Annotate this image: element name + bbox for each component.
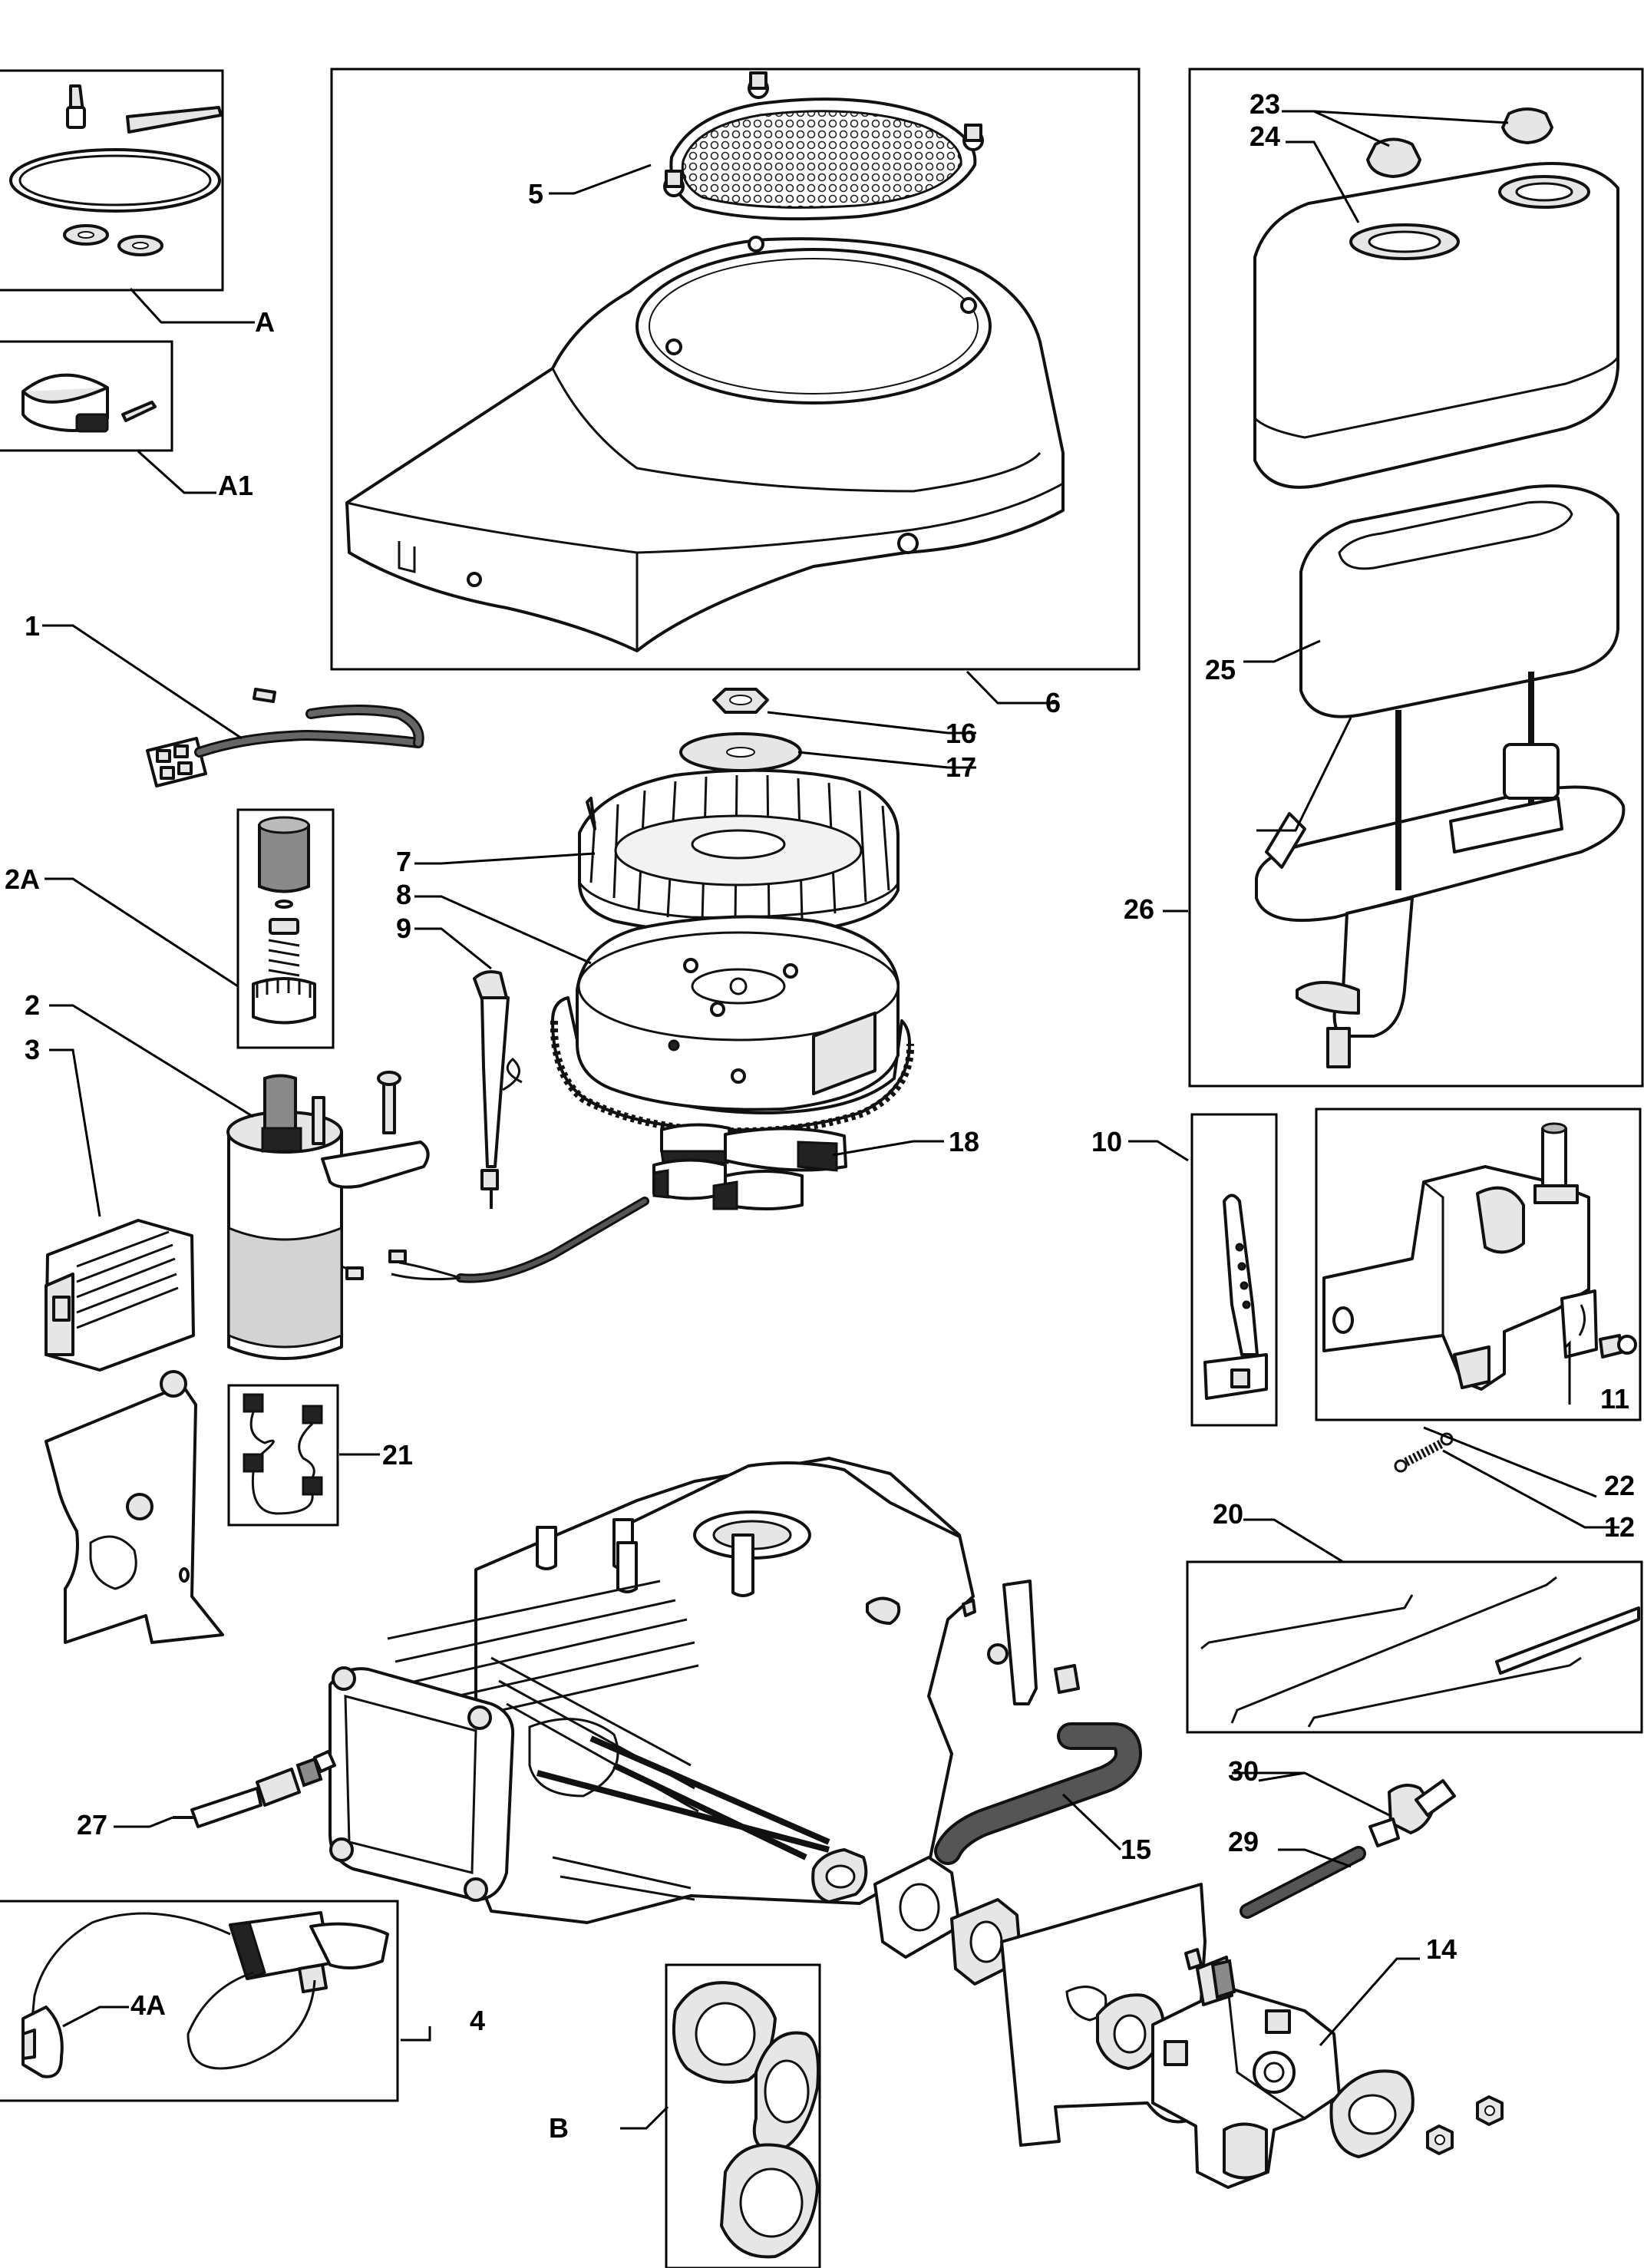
carb-gasket-and-nuts [1329, 2069, 1504, 2158]
callout-b: B [549, 2112, 569, 2144]
kit-a-parts [9, 84, 223, 256]
flywheel-8 [550, 915, 915, 1136]
frame-wires-21 [227, 1384, 339, 1527]
callout-20: 20 [1213, 1498, 1243, 1530]
callout-7: 7 [396, 846, 411, 877]
callout-24: 24 [1250, 120, 1280, 152]
gasket-kit-b [672, 1981, 820, 2259]
linkage-rods-20 [1200, 1576, 1640, 1728]
frame-air-filter [1188, 68, 1644, 1088]
callout-23: 23 [1250, 88, 1280, 120]
bracket-clip-11 [1560, 1289, 1637, 1358]
wing-nut-23 [1366, 107, 1553, 178]
callout-a1: A1 [218, 470, 253, 501]
throttle-lever-10 [1203, 1193, 1268, 1400]
callout-17: 17 [946, 751, 976, 783]
ground-wires-21 [243, 1393, 323, 1515]
frame-kit-a [0, 69, 224, 292]
air-filter-element-25 [1299, 484, 1619, 718]
callout-22: 22 [1604, 1470, 1635, 1501]
control-bracket-22 [1322, 1122, 1590, 1391]
starter-motor-2 [226, 1071, 430, 1360]
dipstick-9 [473, 970, 523, 1209]
frame-gaskets-b [665, 1963, 821, 2268]
callout-9: 9 [396, 913, 411, 944]
frame-throttle-lever-10 [1190, 1113, 1278, 1427]
callout-21: 21 [382, 1439, 413, 1471]
fuel-valve-30 [1368, 1779, 1456, 1847]
callout-4a: 4A [130, 1989, 166, 2021]
callout-25: 25 [1205, 654, 1236, 685]
callout-5: 5 [528, 178, 543, 210]
callout-26: 26 [1124, 893, 1154, 925]
callout-29: 29 [1228, 1826, 1259, 1857]
governor-spring-12 [1394, 1432, 1454, 1473]
spark-plug-27 [173, 1750, 336, 1828]
leader-lines [42, 110, 1619, 2130]
frame-kit-a1 [0, 340, 173, 452]
callout-2a: 2A [5, 863, 40, 895]
blower-housing-6 [345, 236, 1065, 652]
callout-16: 16 [946, 718, 976, 749]
callout-12: 12 [1604, 1511, 1635, 1543]
governor-arm [987, 1580, 1080, 1705]
wire-harness-1 [146, 688, 424, 787]
callout-a: A [255, 306, 275, 338]
callout-10: 10 [1091, 1126, 1122, 1157]
callout-27: 27 [77, 1809, 107, 1840]
callout-30: 30 [1228, 1755, 1259, 1787]
flywheel-nut-16 [712, 688, 769, 714]
starter-drive-2a [252, 816, 316, 1025]
ignition-coil-4 [21, 1911, 389, 2078]
air-filter-cover-24 [1253, 162, 1620, 489]
callout-4: 4 [470, 2005, 485, 2036]
callout-2: 2 [25, 989, 40, 1021]
engine-block [328, 1457, 976, 1924]
callout-15: 15 [1121, 1834, 1151, 1865]
shield-plate [45, 1370, 224, 1644]
callout-6: 6 [1045, 687, 1061, 718]
alternator-coil-18 [345, 1123, 847, 1283]
callout-1: 1 [25, 610, 40, 642]
flywheel-washer-17 [679, 732, 802, 772]
breather-hose-15 [934, 1722, 1142, 1865]
callout-8: 8 [396, 879, 411, 910]
frame-shroud [330, 68, 1141, 671]
frame-bracket-22 [1315, 1108, 1642, 1421]
frame-links-20 [1186, 1560, 1643, 1734]
callout-14: 14 [1426, 1933, 1457, 1965]
rectifier-3 [45, 1219, 195, 1372]
frame-starter-2a [236, 808, 335, 1049]
kit-a1-parts [21, 373, 157, 433]
callout-3: 3 [25, 1034, 40, 1065]
callout-18: 18 [949, 1126, 979, 1157]
air-filter-base-26 [1255, 672, 1626, 1068]
carburetor-14 [1151, 1948, 1341, 2189]
intake-gaskets [811, 1848, 1022, 1986]
screen-grille-5 [663, 71, 984, 221]
cooling-fan-7 [578, 768, 900, 936]
callout-11: 11 [1600, 1383, 1629, 1415]
frame-ignition-4 [0, 1900, 399, 2102]
